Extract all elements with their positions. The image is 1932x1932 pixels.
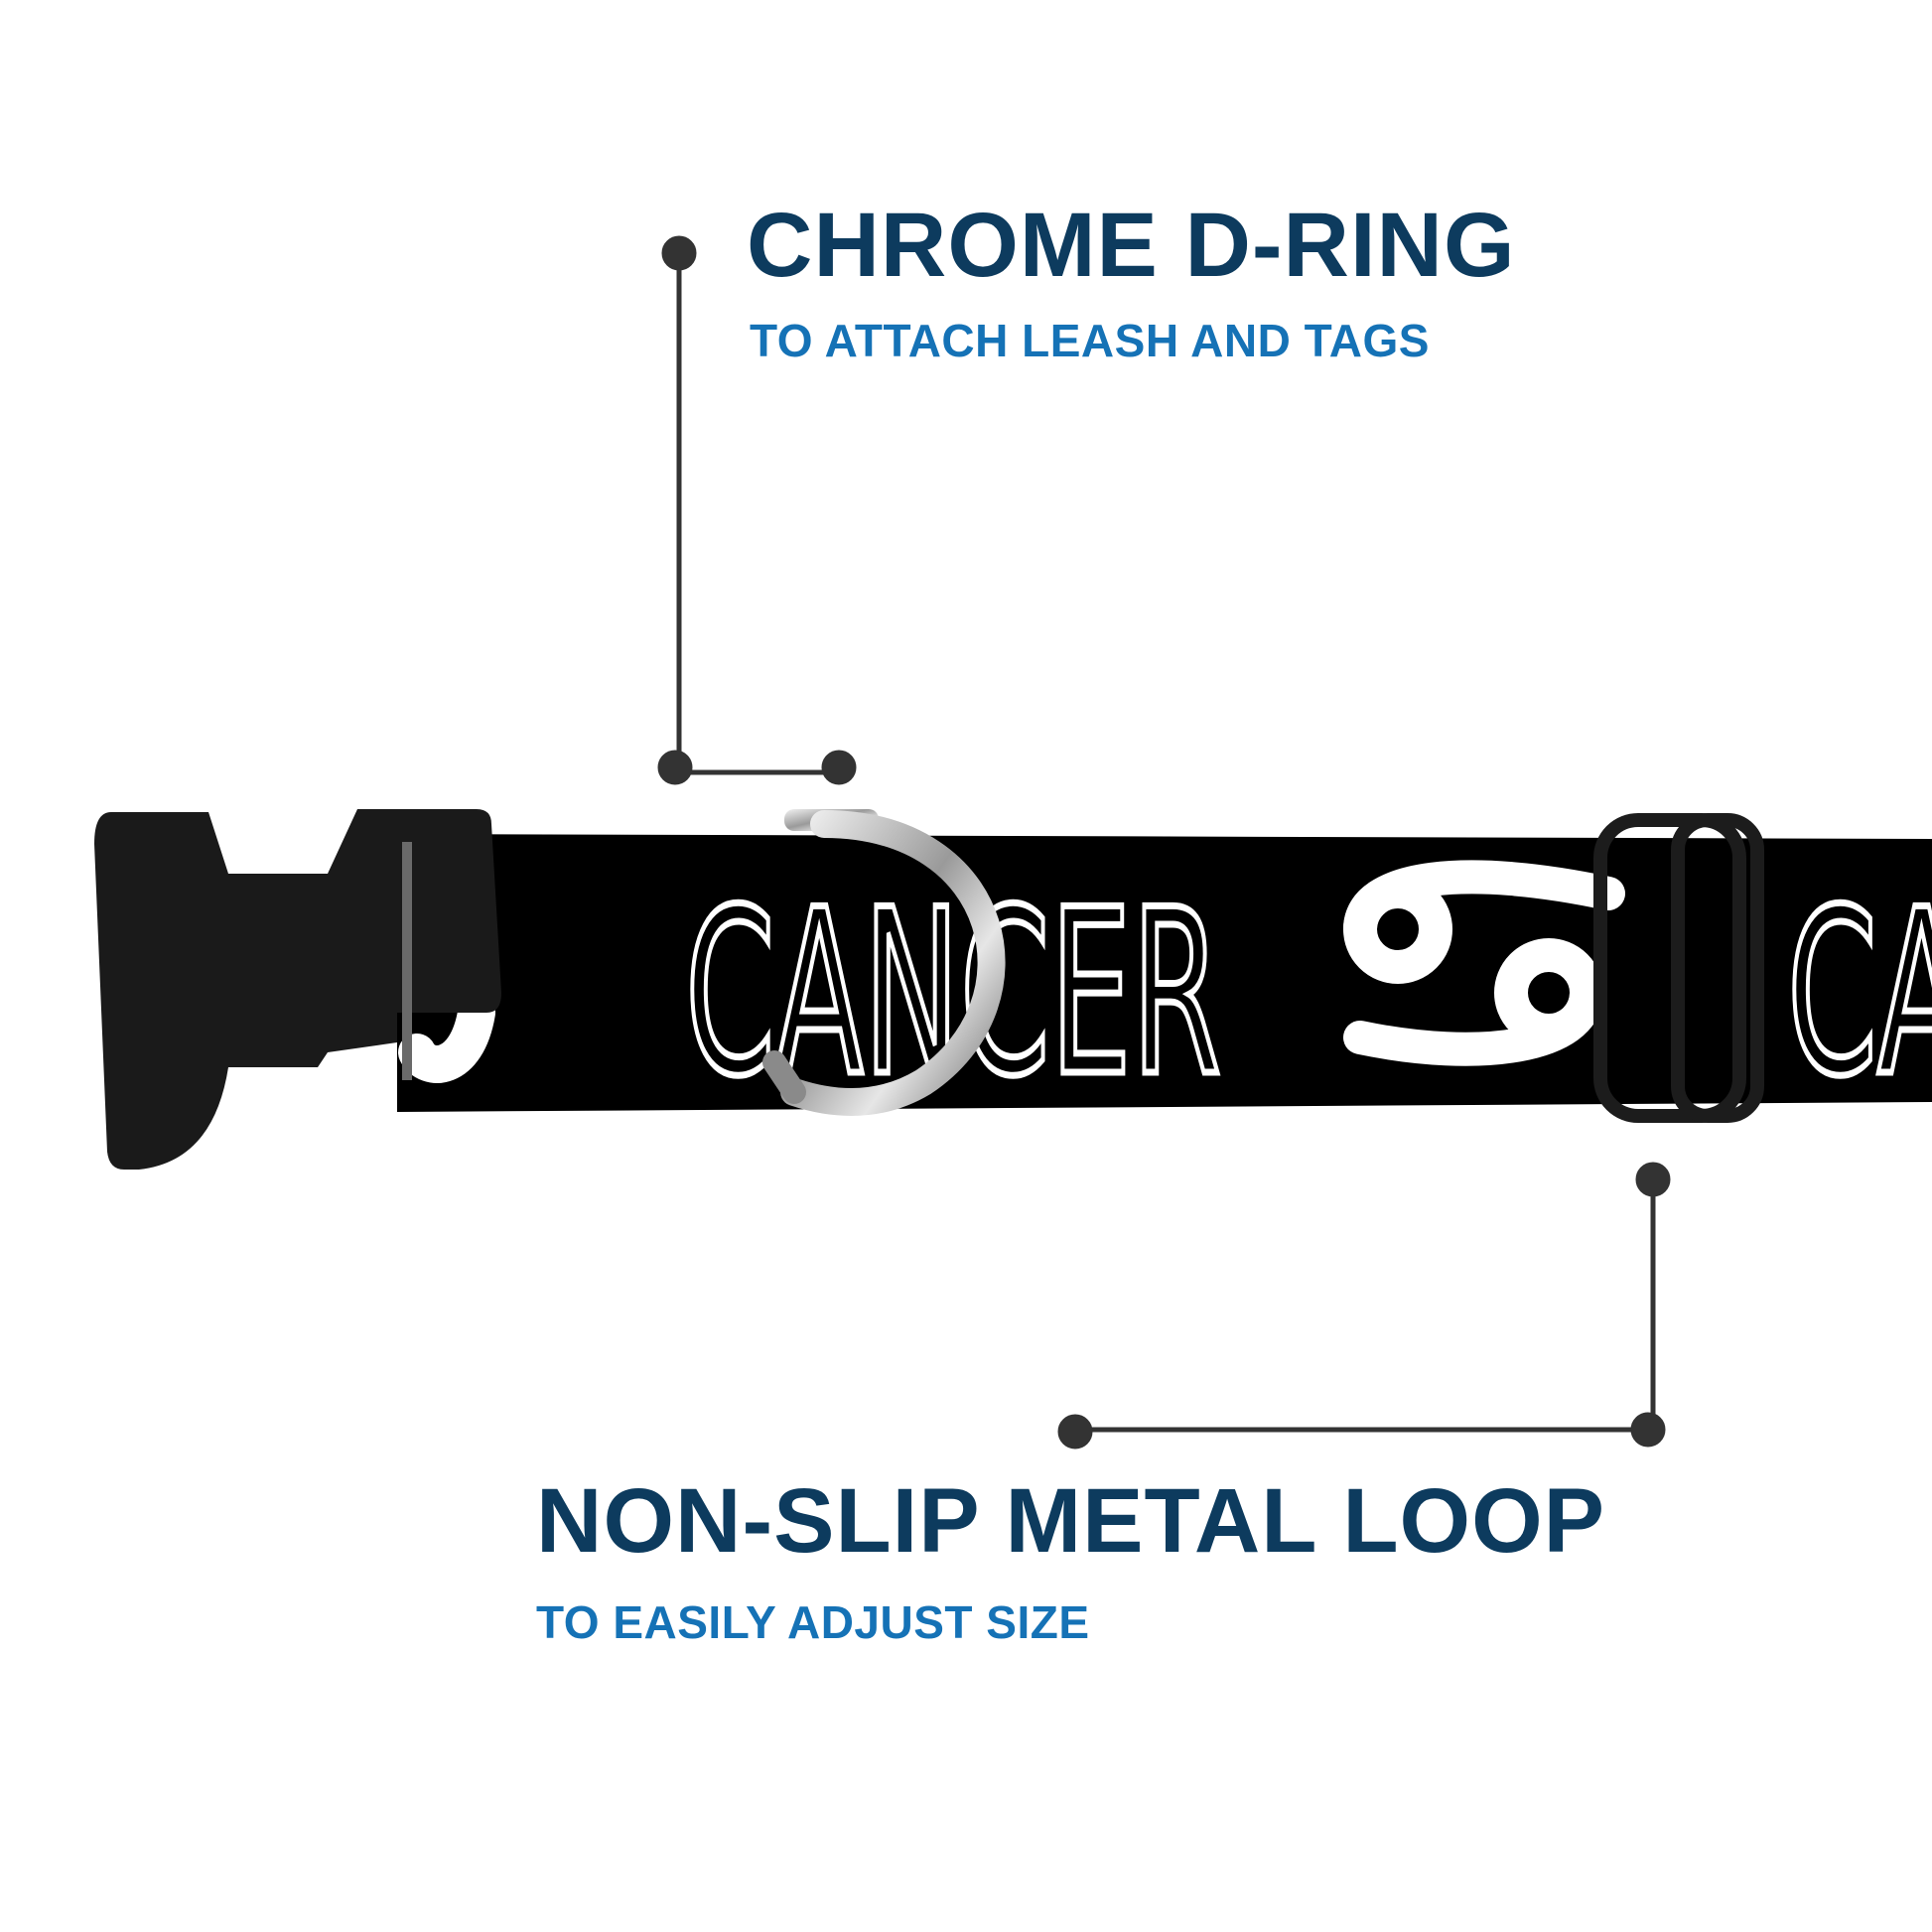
d-ring-leader-line [657,235,857,785]
loop-leader-line [1057,1162,1671,1449]
buckle-icon [94,809,501,1170]
slider-loop-icon [1593,813,1764,1123]
d-ring-subtitle: TO ATTACH LEASH AND TAGS [750,315,1430,366]
d-ring-title: CHROME D-RING [747,195,1516,296]
d-ring-icon [762,809,1006,1116]
loop-subtitle: TO EASILY ADJUST SIZE [536,1596,1090,1648]
collar-pattern-text-right: CA [1787,862,1932,1127]
collar-pattern-text: CANCER [685,862,1221,1127]
loop-title: NON-SLIP METAL LOOP [536,1470,1606,1572]
zodiac-symbol-middle [1343,860,1625,1066]
